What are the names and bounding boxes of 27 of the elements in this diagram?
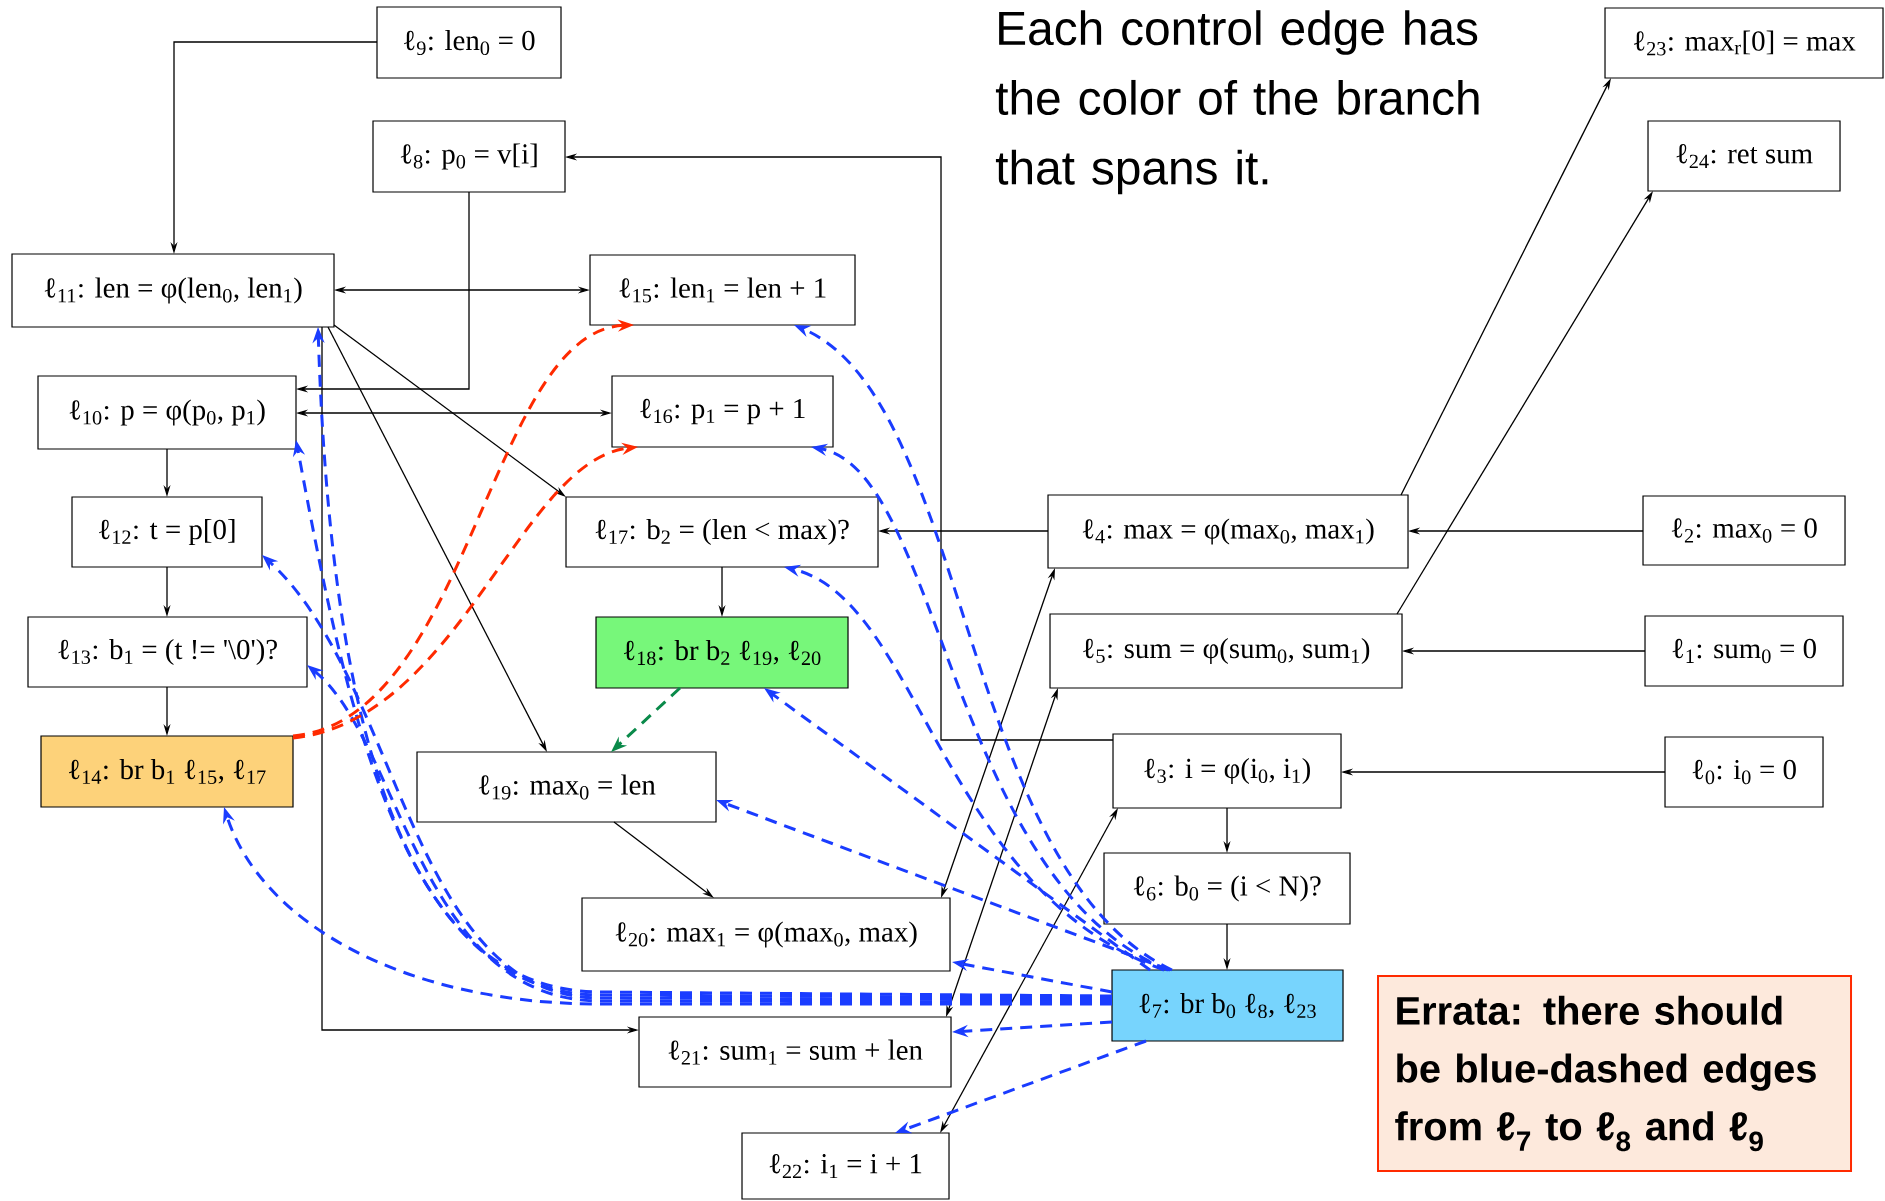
statement-box: ℓ$_{16}$: p$_{1}$ = p + 1	[611, 375, 834, 448]
branch-box: ℓ$_{14}$: br b$_{1}$ ℓ$_{15}$, ℓ$_{17}$	[40, 735, 294, 808]
statement-box: ℓ$_{12}$: t = p[0]	[71, 496, 263, 568]
branch-box: ℓ$_{18}$: br b$_{2}$ ℓ$_{19}$, ℓ$_{20}$	[595, 616, 849, 689]
statement-box: ℓ$_{19}$: max$_{0}$ = len	[416, 751, 717, 823]
statement-box: ℓ$_{15}$: len$_{1}$ = len + 1	[589, 254, 856, 326]
statement-box: ℓ$_{13}$: b$_{1}$ = (t != '\0')?	[27, 616, 308, 688]
statement-box: ℓ$_{21}$: sum$_{1}$ = sum + len	[638, 1016, 952, 1088]
statement-box: ℓ$_{3}$: i = φ(i$_{0}$, i$_{1}$)	[1112, 733, 1342, 809]
statement-box: ℓ$_{24}$: ret sum	[1647, 120, 1841, 192]
statement-box: ℓ$_{22}$: i$_{1}$ = i + 1	[741, 1132, 950, 1200]
statement-box: ℓ$_{8}$: p$_{0}$ = v[i]	[372, 120, 566, 193]
statement-box: ℓ$_{9}$: len$_{0}$ = 0	[376, 6, 562, 79]
statement-box: ℓ$_{2}$: max$_{0}$ = 0	[1642, 495, 1846, 566]
statement-box: ℓ$_{20}$: max$_{1}$ = φ(max$_{0}$, max)	[581, 897, 951, 972]
note-box: Errata: there should be blue-dashed edges from ℓ$_{7}$ to ℓ$_{8}$ and ℓ$_{9}$	[1377, 975, 1852, 1172]
statement-box: ℓ$_{0}$: i$_{0}$ = 0	[1664, 736, 1824, 808]
statement-box: ℓ$_{23}$: max$_{r}$[0] = max	[1604, 7, 1884, 79]
statement-box: ℓ$_{1}$: sum$_{0}$ = 0	[1644, 615, 1844, 687]
branch-box: ℓ$_{7}$: br b$_{0}$ ℓ$_{8}$, ℓ$_{23}$	[1111, 969, 1344, 1042]
statement-box: ℓ$_{17}$: b$_{2}$ = (len < max)?	[565, 496, 879, 568]
statement-box: ℓ$_{6}$: b$_{0}$ = (i < N)?	[1103, 852, 1351, 925]
statement-box: ℓ$_{11}$: len = φ(len$_{0}$, len$_{1}$)	[11, 253, 335, 328]
statement-box: ℓ$_{5}$: sum = φ(sum$_{0}$, sum$_{1}$)	[1049, 613, 1403, 689]
note-text: Each control edge has the color of the branch that spans it.	[995, 10, 1479, 195]
statement-box: ℓ$_{4}$: max = φ(max$_{0}$, max$_{1}$)	[1047, 494, 1409, 569]
statement-box: ℓ$_{10}$: p = φ(p$_{0}$, p$_{1}$)	[37, 375, 297, 450]
